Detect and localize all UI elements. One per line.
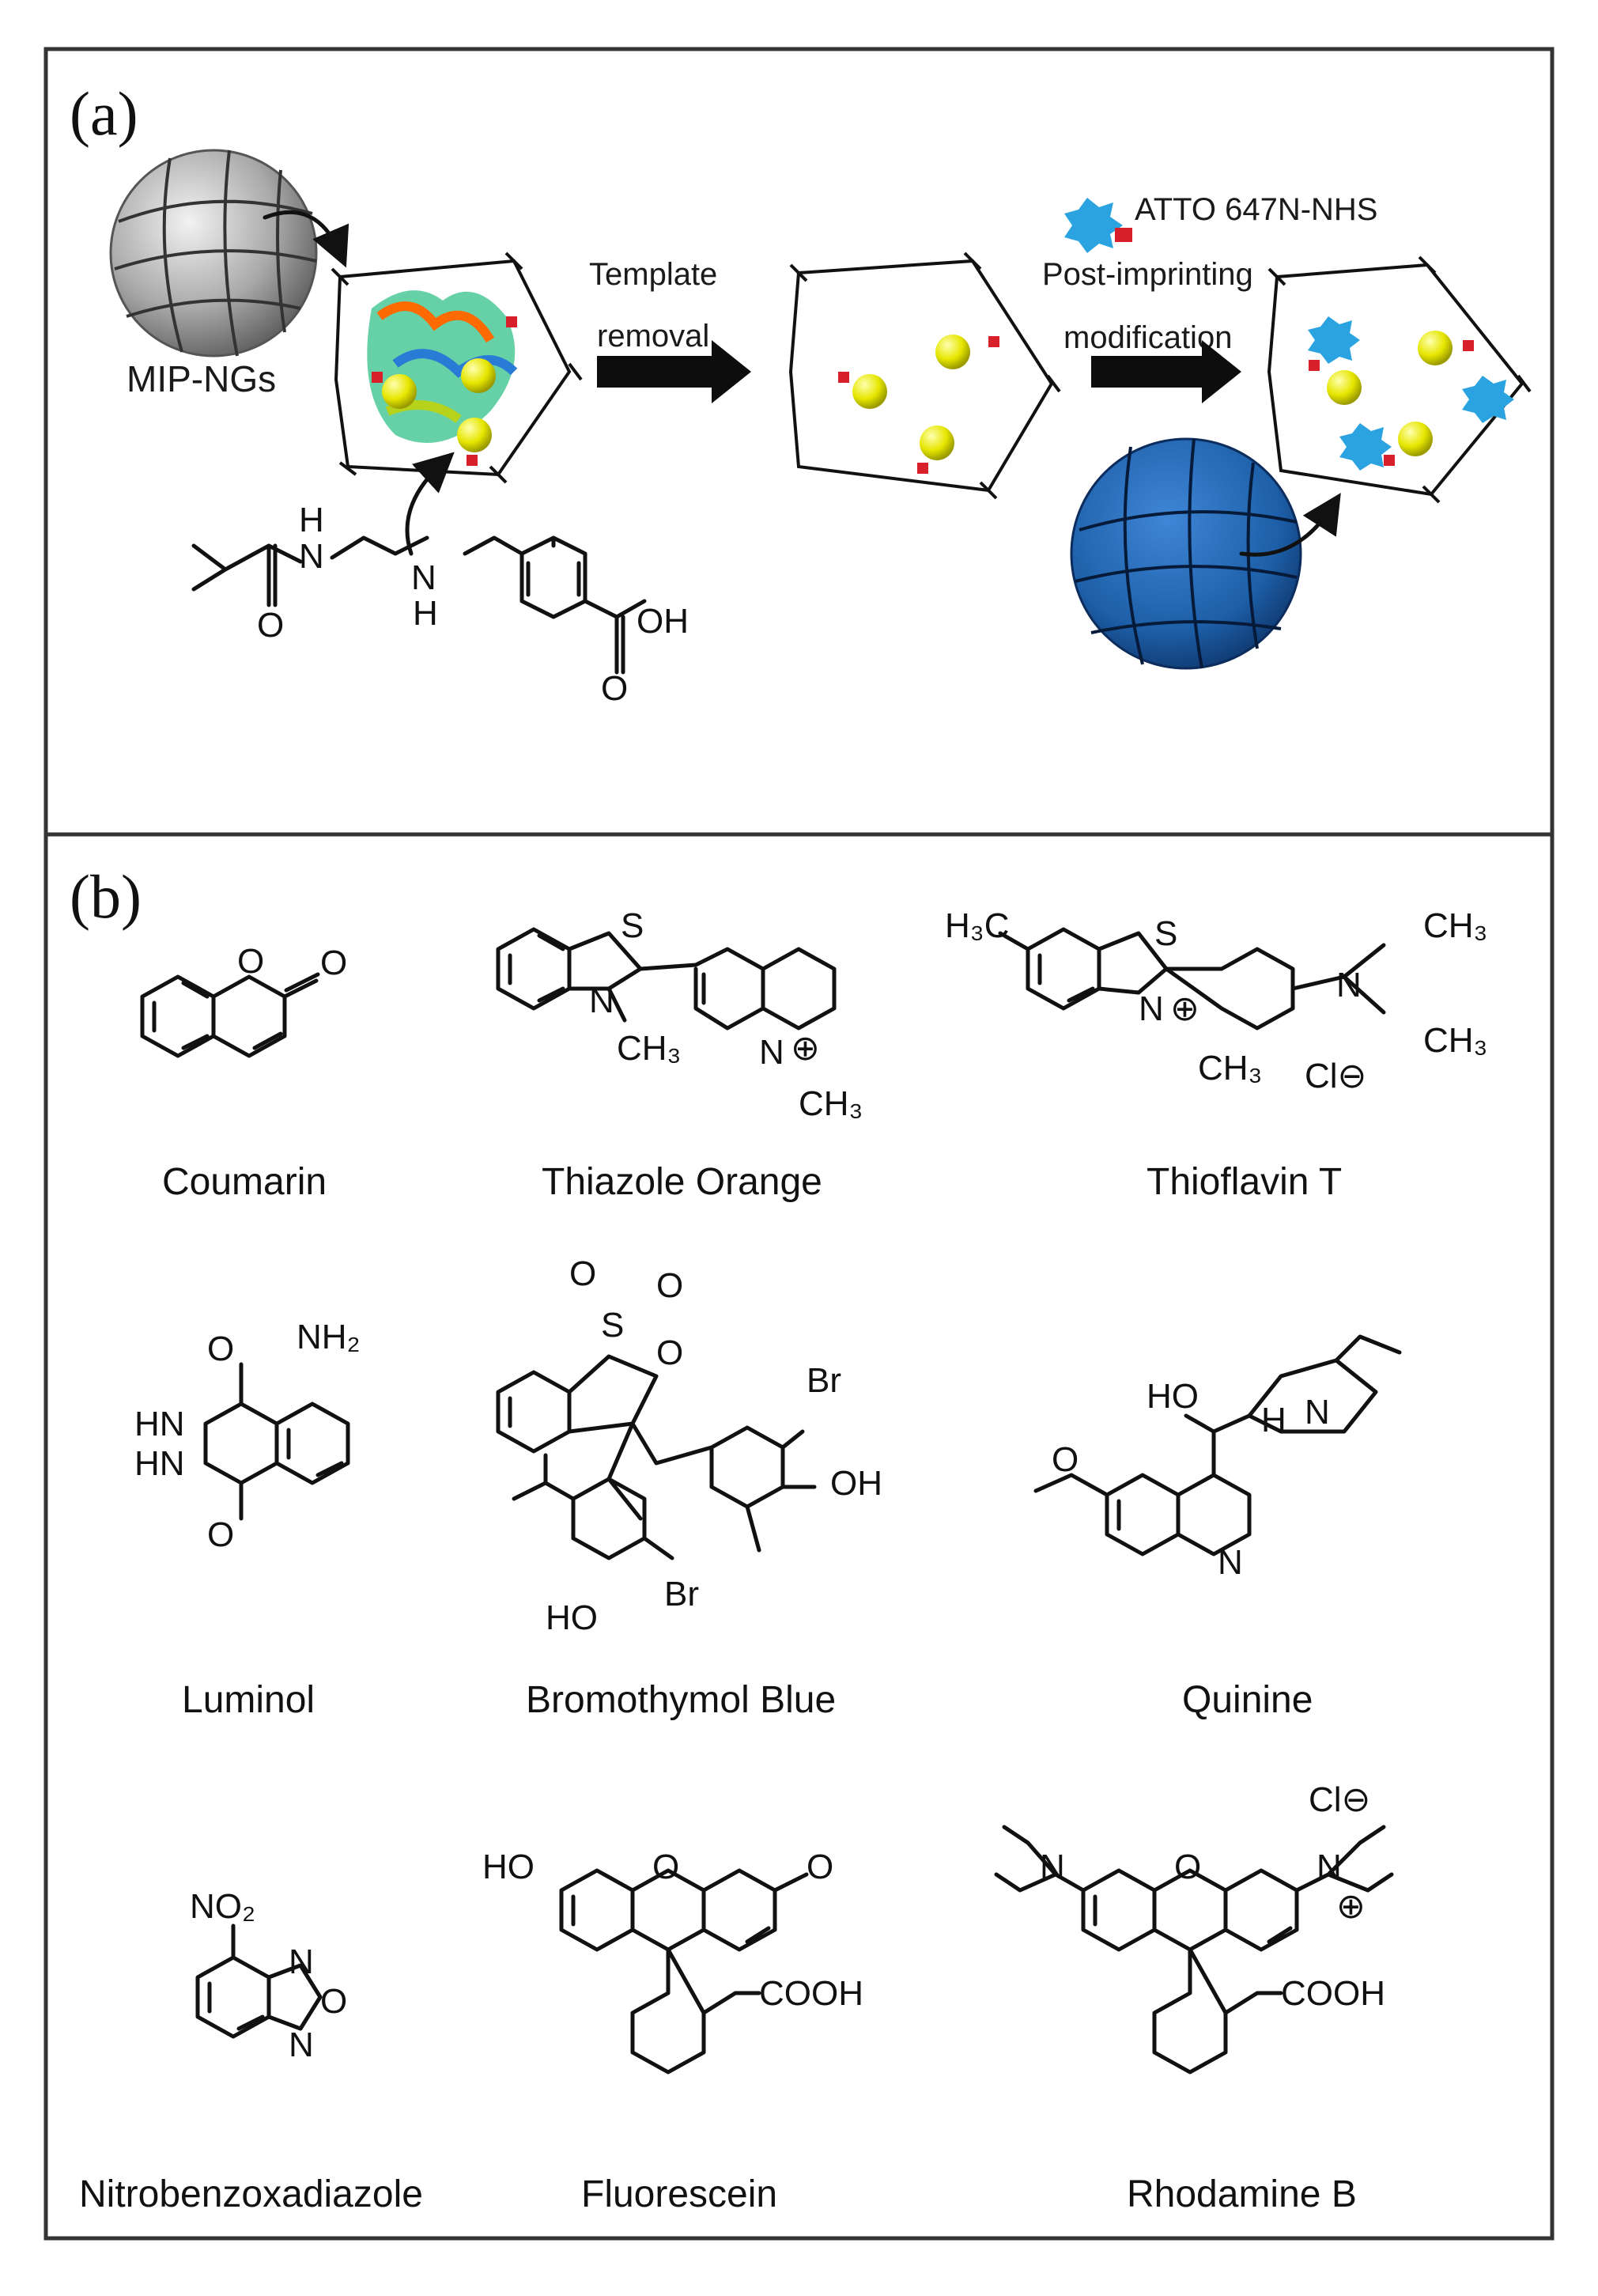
svg-text:Cl⊖: Cl⊖: [1309, 1780, 1370, 1819]
svg-text:CH₃: CH₃: [1423, 1021, 1487, 1060]
svg-text:O: O: [1174, 1848, 1201, 1886]
post-imprinting-label: Post-imprinting: [1042, 257, 1253, 292]
svg-text:COOH: COOH: [759, 1974, 863, 2013]
svg-text:N: N: [1317, 1848, 1342, 1886]
svg-text:CH₃: CH₃: [1423, 906, 1487, 945]
luminol-structure: O NH₂ HN HN O: [134, 1318, 361, 1554]
svg-text:H: H: [1261, 1401, 1286, 1439]
svg-text:O: O: [320, 944, 347, 982]
svg-text:O: O: [207, 1515, 234, 1554]
svg-text:O: O: [320, 1982, 347, 2021]
svg-text:N: N: [1336, 966, 1362, 1004]
panel-a-letter: (a): [70, 79, 138, 148]
svg-text:HO: HO: [482, 1848, 535, 1886]
svg-text:CH₃: CH₃: [1198, 1049, 1262, 1087]
svg-text:COOH: COOH: [1281, 1974, 1385, 2013]
svg-text:N: N: [1139, 989, 1164, 1028]
svg-text:Br: Br: [807, 1361, 841, 1400]
svg-text:⊕: ⊕: [1336, 1887, 1366, 1926]
svg-text:O: O: [237, 942, 264, 981]
svg-text:O: O: [652, 1848, 679, 1886]
svg-text:Br: Br: [664, 1575, 699, 1613]
gray-nanogel: [109, 149, 318, 357]
svg-text:S: S: [621, 906, 644, 945]
thioflavin-t-label: Thioflavin T: [1147, 1161, 1342, 1203]
svg-text:N: N: [759, 1033, 784, 1072]
svg-text:HN: HN: [134, 1444, 185, 1483]
removal-label: removal: [597, 319, 709, 354]
blue-nanogel: [1070, 437, 1302, 670]
svg-text:N: N: [289, 1942, 314, 1981]
svg-text:N: N: [1040, 1848, 1065, 1886]
dye-label: ATTO 647N-NHS: [1135, 192, 1377, 227]
panel-b-letter: (b): [70, 862, 142, 931]
thiazole-orange-label: Thiazole Orange: [542, 1161, 822, 1203]
svg-text:N: N: [589, 982, 614, 1020]
coumarin-label: Coumarin: [162, 1161, 327, 1203]
svg-text:CH₃: CH₃: [617, 1029, 681, 1068]
rhodamine-b-label: Rhodamine B: [1127, 2173, 1357, 2215]
monomer-h1: H: [299, 501, 324, 539]
svg-text:S: S: [601, 1306, 624, 1345]
svg-text:HN: HN: [134, 1405, 185, 1443]
panel-a: (a) MIP-NGs: [43, 47, 1555, 837]
rhodamine-b-structure: N O N ⊕ Cl⊖ COOH: [994, 1780, 1394, 2075]
monomer-n1: N: [299, 537, 324, 576]
monomer-o1: O: [257, 606, 284, 645]
svg-text:⊕: ⊕: [1170, 989, 1199, 1028]
svg-text:HO: HO: [1147, 1377, 1199, 1416]
nitrobenzoxadiazole-label: Nitrobenzoxadiazole: [79, 2173, 423, 2215]
monomer-arrow: [405, 452, 455, 556]
svg-text:HO: HO: [546, 1598, 598, 1637]
svg-text:N: N: [1305, 1393, 1330, 1432]
network-labelled: [1267, 255, 1532, 504]
svg-text:⊕: ⊕: [791, 1029, 820, 1068]
svg-text:NO₂: NO₂: [190, 1887, 255, 1926]
panel-b: (b) O O Coumarin S N CH₃ N ⊕ CH₃ Thiazol…: [43, 832, 1555, 2241]
network-empty: [788, 252, 1061, 500]
svg-text:N: N: [1218, 1543, 1243, 1582]
fluorescein-structure: HO O O COOH: [482, 1848, 863, 2075]
svg-text:S: S: [1154, 914, 1177, 953]
svg-text:O: O: [656, 1266, 683, 1305]
svg-text:OH: OH: [830, 1464, 882, 1503]
svg-text:O: O: [807, 1848, 833, 1886]
bromothymol-blue-structure: O O S O Br OH HO Br: [496, 1254, 882, 1637]
svg-text:O: O: [207, 1330, 234, 1368]
monomer-h2: H: [413, 594, 438, 633]
thiazole-orange-structure: S N CH₃ N ⊕ CH₃: [496, 906, 863, 1123]
luminol-label: Luminol: [182, 1679, 315, 1721]
monomer-oh: OH: [637, 602, 689, 641]
monomer-n2: N: [411, 558, 436, 597]
svg-text:O: O: [1052, 1440, 1079, 1479]
svg-text:O: O: [569, 1254, 596, 1293]
panel-b-frame: [43, 832, 1555, 2241]
quinine-label: Quinine: [1182, 1679, 1313, 1721]
functional-monomer: N H O N H OH O: [191, 501, 689, 708]
nitrobenzoxadiazole-structure: NO₂ N O N: [190, 1887, 347, 2064]
network-with-template: [331, 252, 583, 484]
svg-text:Cl⊖: Cl⊖: [1305, 1057, 1366, 1095]
panel-a-frame: [43, 47, 1555, 837]
nanogel-label: MIP-NGs: [127, 358, 276, 399]
thioflavin-t-structure: H₃C S N ⊕ CH₃ Cl⊖ N CH₃ CH₃: [945, 906, 1487, 1095]
template-removal-arrow: [597, 340, 751, 403]
svg-text:N: N: [289, 2026, 314, 2064]
svg-text:CH₃: CH₃: [799, 1084, 863, 1123]
monomer-o2: O: [601, 669, 628, 708]
svg-text:NH₂: NH₂: [297, 1318, 361, 1356]
svg-text:H₃C: H₃C: [945, 906, 1009, 945]
bromothymol-blue-label: Bromothymol Blue: [526, 1679, 836, 1721]
template-label: Template: [589, 257, 717, 292]
fluorescein-label: Fluorescein: [581, 2173, 777, 2215]
insert-arrow: [263, 210, 349, 268]
quinine-structure: HO H N O N: [1033, 1334, 1402, 1582]
atto-dye-icon: [1064, 198, 1132, 253]
modification-arrow: [1091, 340, 1241, 403]
nanogel-out-arrow: [1239, 493, 1341, 557]
svg-text:O: O: [656, 1333, 683, 1372]
coumarin-structure: O O: [140, 942, 347, 1058]
